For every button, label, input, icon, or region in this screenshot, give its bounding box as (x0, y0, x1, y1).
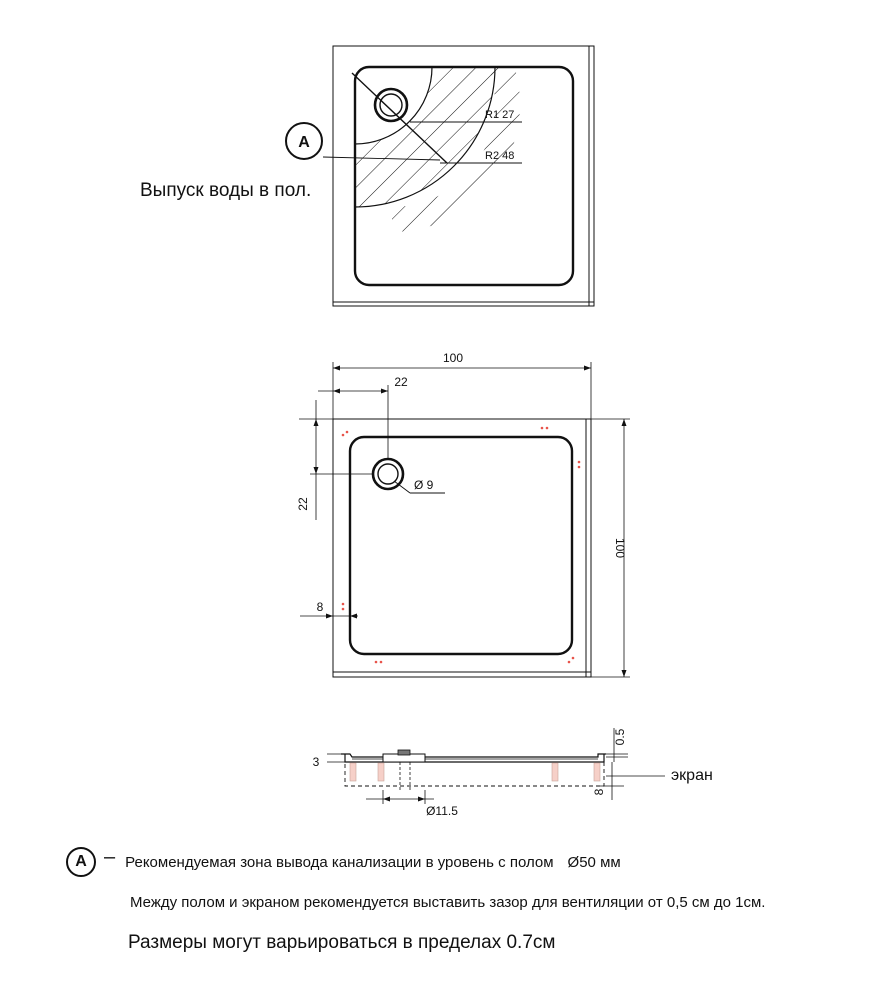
callout-a-letter: A (298, 134, 310, 151)
tray-inner-bowl (353, 65, 575, 287)
dim-depth-arrow-bottom (621, 670, 627, 677)
dim-drainx-arrow-right (381, 388, 388, 394)
dim-depth-label: 100 (613, 538, 627, 558)
plan-inner-bowl (348, 435, 574, 656)
drain-inner-ring (379, 93, 403, 117)
side-view: 3 0.5 8 экран Ø11.5 (313, 728, 713, 818)
note-sewer-diameter: Ø50 мм (567, 853, 621, 871)
dim-outlet-arrow-right (418, 796, 425, 802)
note-a-letter: A (75, 853, 87, 870)
side-drain-cap (397, 749, 411, 756)
zone-clear-area (355, 67, 432, 144)
radius-2-label: R2 48 (485, 150, 514, 162)
dim-width-arrow-left (333, 365, 340, 371)
note-a: A – Рекомендуемая зона вывода канализаци… (66, 846, 621, 878)
dim-outlet-label: Ø11.5 (426, 804, 458, 818)
note-tolerance: Размеры могут варьироваться в пределах 0… (128, 932, 556, 953)
plan-outer-outline (332, 418, 592, 678)
plan-drain-leader (393, 480, 411, 494)
dim-drainy-arrow-bottom (313, 467, 319, 474)
zone-outer-arc (355, 67, 496, 208)
support-markers (341, 426, 581, 664)
dim-depth-arrow-top (621, 419, 627, 426)
dim-width-arrow-right (584, 365, 591, 371)
dim-base-label: 3 (313, 755, 320, 769)
dim-rim-label: 8 (317, 600, 324, 614)
water-outlet-label: Выпуск воды в пол. (140, 180, 312, 201)
dim-rim-arrow-left (326, 613, 333, 619)
drain-outer-ring (373, 87, 409, 123)
note-a-dash: – (104, 845, 116, 868)
dim-drainx-label: 22 (394, 375, 408, 389)
note-a-badge: A (66, 847, 96, 877)
dim-rimtop-label: 0.5 (613, 728, 627, 745)
callout-a-leader (322, 156, 441, 161)
sewer-zone-hatch (392, 67, 520, 232)
dim-outlet-arrow-left (383, 796, 390, 802)
zone-inner-arc (355, 67, 433, 145)
side-tray-top (341, 753, 606, 758)
plan-drain-inner (377, 463, 399, 485)
drain-centerline (351, 72, 448, 164)
side-legs (349, 762, 601, 782)
callout-a-badge (285, 122, 323, 160)
dim-drainy-arrow-top (313, 419, 319, 426)
top-view-drain-zone: R1 27 R2 48 A (285, 45, 595, 307)
dim-screen-label: 8 (592, 788, 606, 795)
dim-width-label: 100 (443, 351, 463, 365)
tray-outer-outline (332, 45, 595, 307)
side-screen (344, 761, 605, 787)
radius-1-label: R1 27 (485, 109, 514, 121)
dim-rim-arrow-right (350, 613, 357, 619)
dim-drainx-arrow-left (333, 388, 340, 394)
note-sewer-text: Рекомендуемая зона вывода канализации в … (125, 853, 554, 871)
plan-view: Ø 9 100 22 100 22 8 (296, 351, 630, 678)
dim-drainy-label: 22 (296, 497, 310, 511)
screen-label: экран (671, 767, 713, 784)
note-ventilation: Между полом и экраном рекомендуется выст… (130, 894, 766, 911)
drain-diameter-label: Ø 9 (414, 478, 434, 492)
